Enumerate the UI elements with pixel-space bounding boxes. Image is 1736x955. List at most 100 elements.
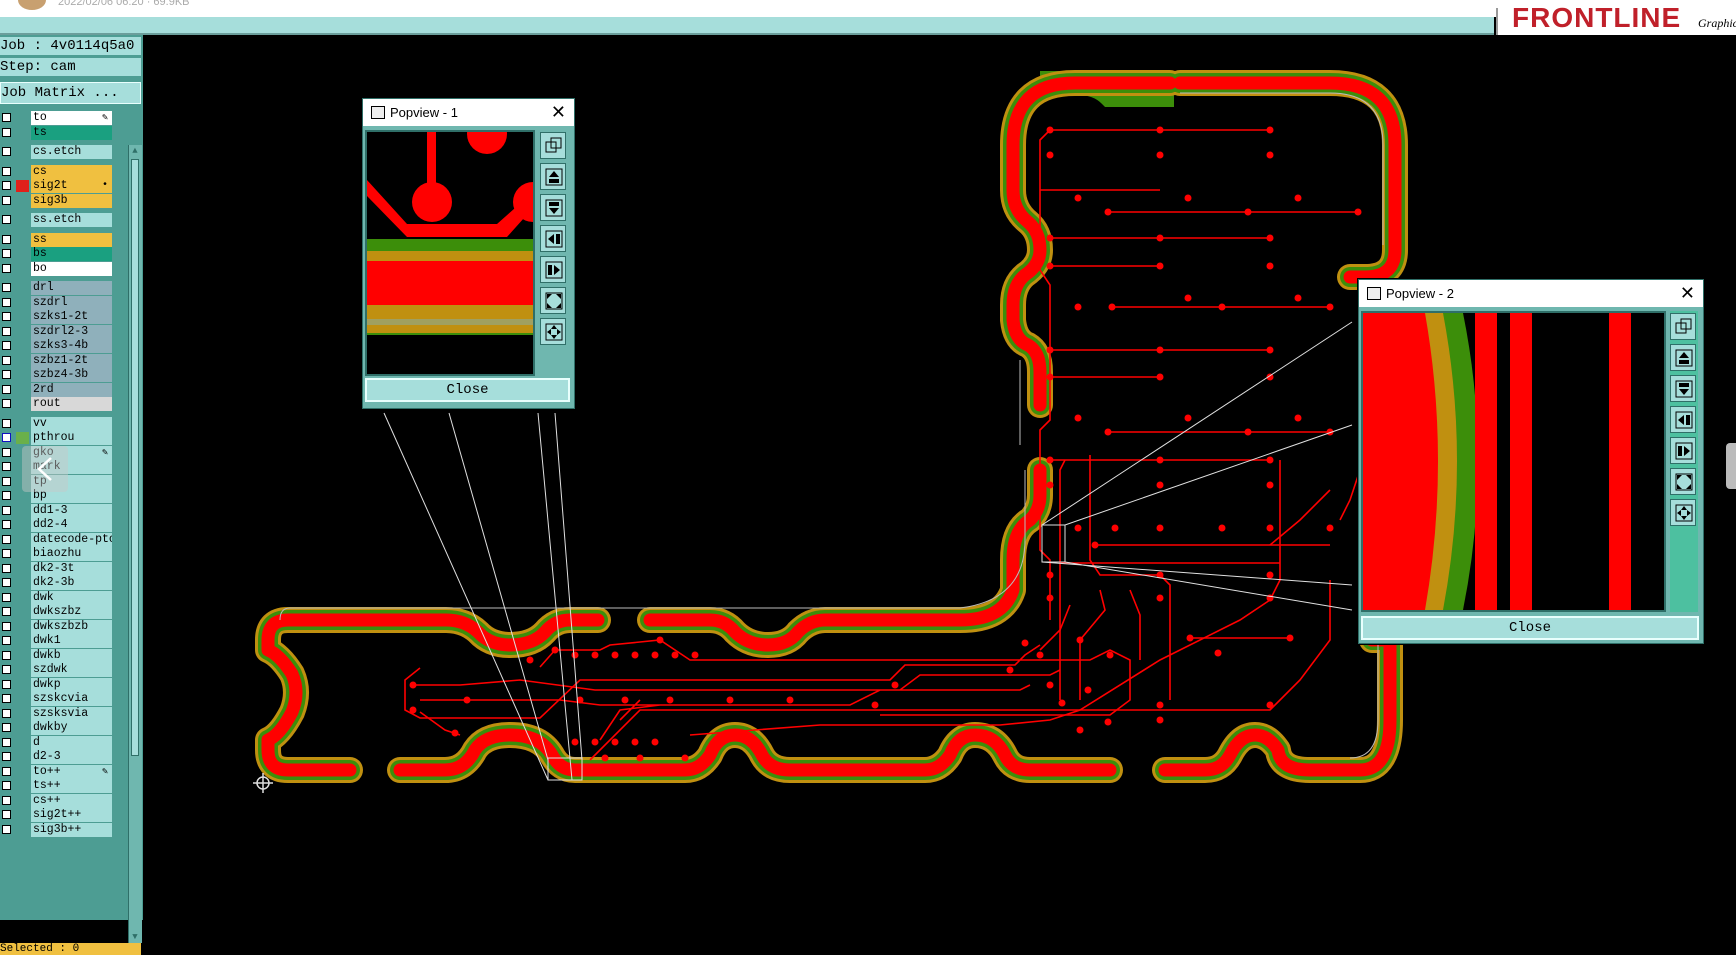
- zoom-popview-button[interactable]: [540, 132, 566, 159]
- layer-row[interactable]: dwkszbz: [0, 605, 128, 619]
- layer-row[interactable]: dwkszbzb: [0, 619, 128, 634]
- layer-checkbox[interactable]: [2, 679, 11, 689]
- layer-row[interactable]: 2rd: [0, 382, 128, 397]
- layer-name[interactable]: dwkb: [31, 648, 112, 663]
- pan-down-button[interactable]: [540, 194, 566, 221]
- layer-name[interactable]: szdrl2-3: [31, 324, 112, 339]
- popview-2-viewport[interactable]: [1361, 311, 1666, 612]
- layer-name[interactable]: dwkszbzb: [31, 619, 112, 634]
- layer-name[interactable]: d2-3: [31, 750, 112, 764]
- layer-checkbox[interactable]: [2, 810, 11, 819]
- layer-checkbox[interactable]: [2, 578, 11, 587]
- layer-name[interactable]: szsksvia: [31, 706, 112, 721]
- layer-checkbox[interactable]: [2, 636, 11, 645]
- layer-row[interactable]: to✎: [0, 111, 128, 125]
- layer-checkbox[interactable]: [2, 737, 11, 747]
- job-matrix-button[interactable]: Job Matrix ...: [0, 82, 141, 104]
- layer-row[interactable]: tp: [0, 474, 128, 489]
- layer-checkbox[interactable]: [2, 418, 11, 428]
- layer-checkbox[interactable]: [2, 399, 11, 408]
- layer-checkbox[interactable]: [2, 549, 11, 558]
- layer-checkbox[interactable]: [2, 462, 11, 471]
- popview-2-window[interactable]: Popview - 2 ✕ Close: [1358, 279, 1704, 644]
- pan-up-button[interactable]: [540, 163, 566, 190]
- layer-list-scrollbar[interactable]: ▲ ▼: [128, 145, 142, 943]
- layer-checkbox[interactable]: [2, 505, 11, 515]
- layer-name[interactable]: tp: [31, 474, 112, 489]
- layer-name[interactable]: gko: [31, 445, 112, 460]
- layer-checkbox[interactable]: [2, 355, 11, 365]
- pan-right-button[interactable]: [1670, 437, 1696, 464]
- layer-row[interactable]: dwkby: [0, 721, 128, 735]
- layer-row[interactable]: ss.etch: [0, 213, 128, 227]
- layer-row[interactable]: bo: [0, 261, 128, 276]
- layer-row[interactable]: szks1-2t: [0, 310, 128, 324]
- layer-checkbox[interactable]: [2, 592, 11, 602]
- layer-row[interactable]: dk2-3t: [0, 561, 128, 576]
- layer-row[interactable]: dwk: [0, 590, 128, 605]
- layer-name[interactable]: vv: [31, 416, 112, 431]
- layer-name[interactable]: bp: [31, 489, 112, 503]
- layer-checkbox[interactable]: [2, 795, 11, 805]
- layer-row[interactable]: datecode-ptop: [0, 532, 128, 547]
- layer-row[interactable]: dk2-3b: [0, 576, 128, 590]
- layer-row[interactable]: sig3b++: [0, 822, 128, 837]
- layer-name[interactable]: ss: [31, 232, 112, 247]
- popview-1-titlebar[interactable]: Popview - 1 ✕: [363, 99, 574, 126]
- layer-row[interactable]: pthrou: [0, 431, 128, 445]
- layer-name[interactable]: ts++: [31, 779, 112, 793]
- layer-checkbox[interactable]: [2, 127, 11, 137]
- layer-checkbox[interactable]: [2, 447, 11, 457]
- layer-name[interactable]: dk2-3b: [31, 576, 112, 590]
- layer-row[interactable]: szsksvia: [0, 706, 128, 721]
- layer-name[interactable]: cs: [31, 164, 112, 179]
- layer-name[interactable]: ss.etch: [31, 213, 112, 227]
- layer-name[interactable]: szdwk: [31, 663, 112, 677]
- cam-canvas[interactable]: [143, 35, 1736, 920]
- layer-checkbox[interactable]: [2, 534, 11, 544]
- layer-row[interactable]: d2-3: [0, 750, 128, 764]
- layer-row[interactable]: gko✎: [0, 445, 128, 460]
- layer-name[interactable]: drl: [31, 281, 112, 295]
- zoom-home-button[interactable]: [1670, 499, 1696, 526]
- layer-name[interactable]: 2rd: [31, 382, 112, 397]
- layer-checkbox[interactable]: [2, 752, 11, 761]
- layer-checkbox[interactable]: [2, 283, 11, 292]
- layer-name[interactable]: pthrou: [31, 431, 112, 445]
- layer-row[interactable]: ts++: [0, 779, 128, 793]
- layer-checkbox[interactable]: [2, 113, 11, 122]
- layer-name[interactable]: szbz4-3b: [31, 368, 112, 382]
- layer-checkbox[interactable]: [2, 491, 11, 500]
- layer-name[interactable]: szdrl: [31, 295, 112, 310]
- zoom-fit-button[interactable]: [540, 287, 566, 314]
- pan-right-button[interactable]: [540, 256, 566, 283]
- scroll-down-icon[interactable]: ▼: [132, 932, 138, 942]
- zoom-fit-button[interactable]: [1670, 468, 1696, 495]
- popview-1-window[interactable]: Popview - 1 ✕ Close: [362, 98, 575, 409]
- layer-name[interactable]: sig2t: [31, 179, 112, 193]
- layer-checkbox[interactable]: [2, 621, 11, 631]
- layer-row[interactable]: szks3-4b: [0, 339, 128, 353]
- layer-name[interactable]: szbz1-2t: [31, 353, 112, 368]
- layer-checkbox[interactable]: [2, 650, 11, 660]
- layer-row[interactable]: cs++: [0, 793, 128, 808]
- layer-row[interactable]: d: [0, 735, 128, 750]
- layer-name[interactable]: bo: [31, 261, 112, 276]
- pan-left-button[interactable]: [540, 225, 566, 252]
- zoom-home-button[interactable]: [540, 318, 566, 345]
- pan-left-button[interactable]: [1670, 406, 1696, 433]
- layer-checkbox[interactable]: [2, 520, 11, 529]
- layer-row[interactable]: vv: [0, 416, 128, 431]
- pan-up-button[interactable]: [1670, 344, 1696, 371]
- layer-name[interactable]: dwk1: [31, 634, 112, 648]
- layer-name[interactable]: rout: [31, 397, 112, 411]
- layer-row[interactable]: dwkb: [0, 648, 128, 663]
- layer-name[interactable]: sig3b: [31, 193, 112, 208]
- layer-name[interactable]: biaozhu: [31, 547, 112, 561]
- layer-row[interactable]: szdrl: [0, 295, 128, 310]
- layer-name[interactable]: sig3b++: [31, 822, 112, 837]
- layer-name[interactable]: to++: [31, 764, 112, 779]
- layer-checkbox[interactable]: [2, 476, 11, 486]
- back-overlay-button[interactable]: [22, 446, 68, 492]
- layer-name[interactable]: dd1-3: [31, 503, 112, 518]
